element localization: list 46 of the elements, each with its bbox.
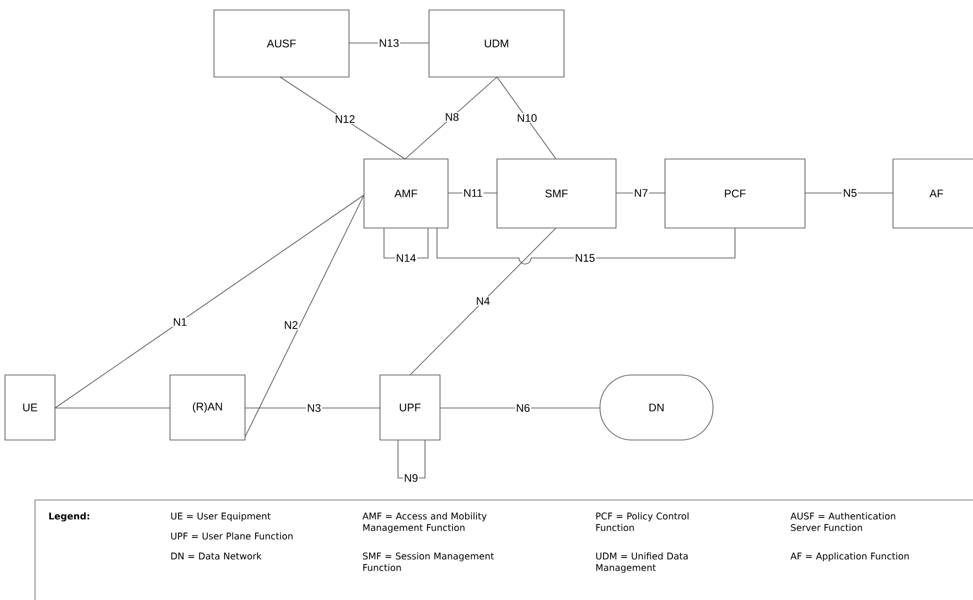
legend-text: AF = Application Function — [790, 552, 909, 562]
connector-line — [280, 76, 406, 160]
connector-line — [384, 228, 428, 258]
edge-label: N3 — [306, 403, 322, 413]
edge-label: N8 — [444, 112, 460, 122]
edge-label: N15 — [574, 253, 596, 263]
legend-text: UE = User Equipment — [171, 512, 271, 522]
function-box: PCF — [664, 158, 806, 228]
connector-line — [54, 194, 364, 408]
function-box: AF — [892, 158, 973, 228]
legend-text: AUSF = Authentication Server Function — [790, 512, 896, 532]
function-box: AUSF — [214, 10, 350, 78]
legend-text: SMF = Session Management Function — [363, 552, 494, 572]
connector-line — [410, 228, 556, 376]
legend-text: UPF = User Plane Function — [171, 532, 293, 540]
function-box: UE — [4, 374, 56, 440]
edge-label: N7 — [632, 188, 650, 198]
function-box: UPF — [380, 374, 440, 440]
connector-line — [348, 42, 430, 44]
edge-label: N5 — [842, 188, 858, 198]
edge-label: N2 — [282, 320, 300, 330]
connector-line — [404, 76, 498, 160]
edge-label: N11 — [462, 188, 484, 198]
edge-label: N13 — [378, 38, 400, 48]
edge-label: N9 — [402, 473, 420, 483]
edge-label: N6 — [514, 403, 532, 413]
legend-text: AMF = Access and Mobility Management Function — [362, 512, 487, 533]
connector-line — [244, 194, 364, 438]
connector-line — [616, 192, 666, 194]
legend-text: UDM = Unified Data Management — [596, 552, 688, 573]
edge-label: N4 — [474, 296, 492, 306]
edge-label: N14 — [394, 253, 418, 263]
connector-line — [436, 228, 736, 264]
function-box: SMF — [496, 158, 616, 228]
connector-line — [398, 440, 426, 478]
function-box: (R)AN — [170, 374, 246, 440]
function-box: UDM — [428, 10, 564, 78]
legend-text: DN = Data Network — [171, 552, 262, 560]
legend-text: Legend: — [49, 512, 90, 522]
edge-label: N10 — [516, 113, 538, 123]
connector-line — [804, 192, 894, 194]
edge-label: N12 — [334, 114, 356, 124]
edge-label: N1 — [172, 317, 188, 327]
function-box: AMF — [364, 158, 448, 228]
legend-text: PCF = Policy Control Function — [596, 512, 688, 532]
connector-line — [496, 76, 556, 160]
